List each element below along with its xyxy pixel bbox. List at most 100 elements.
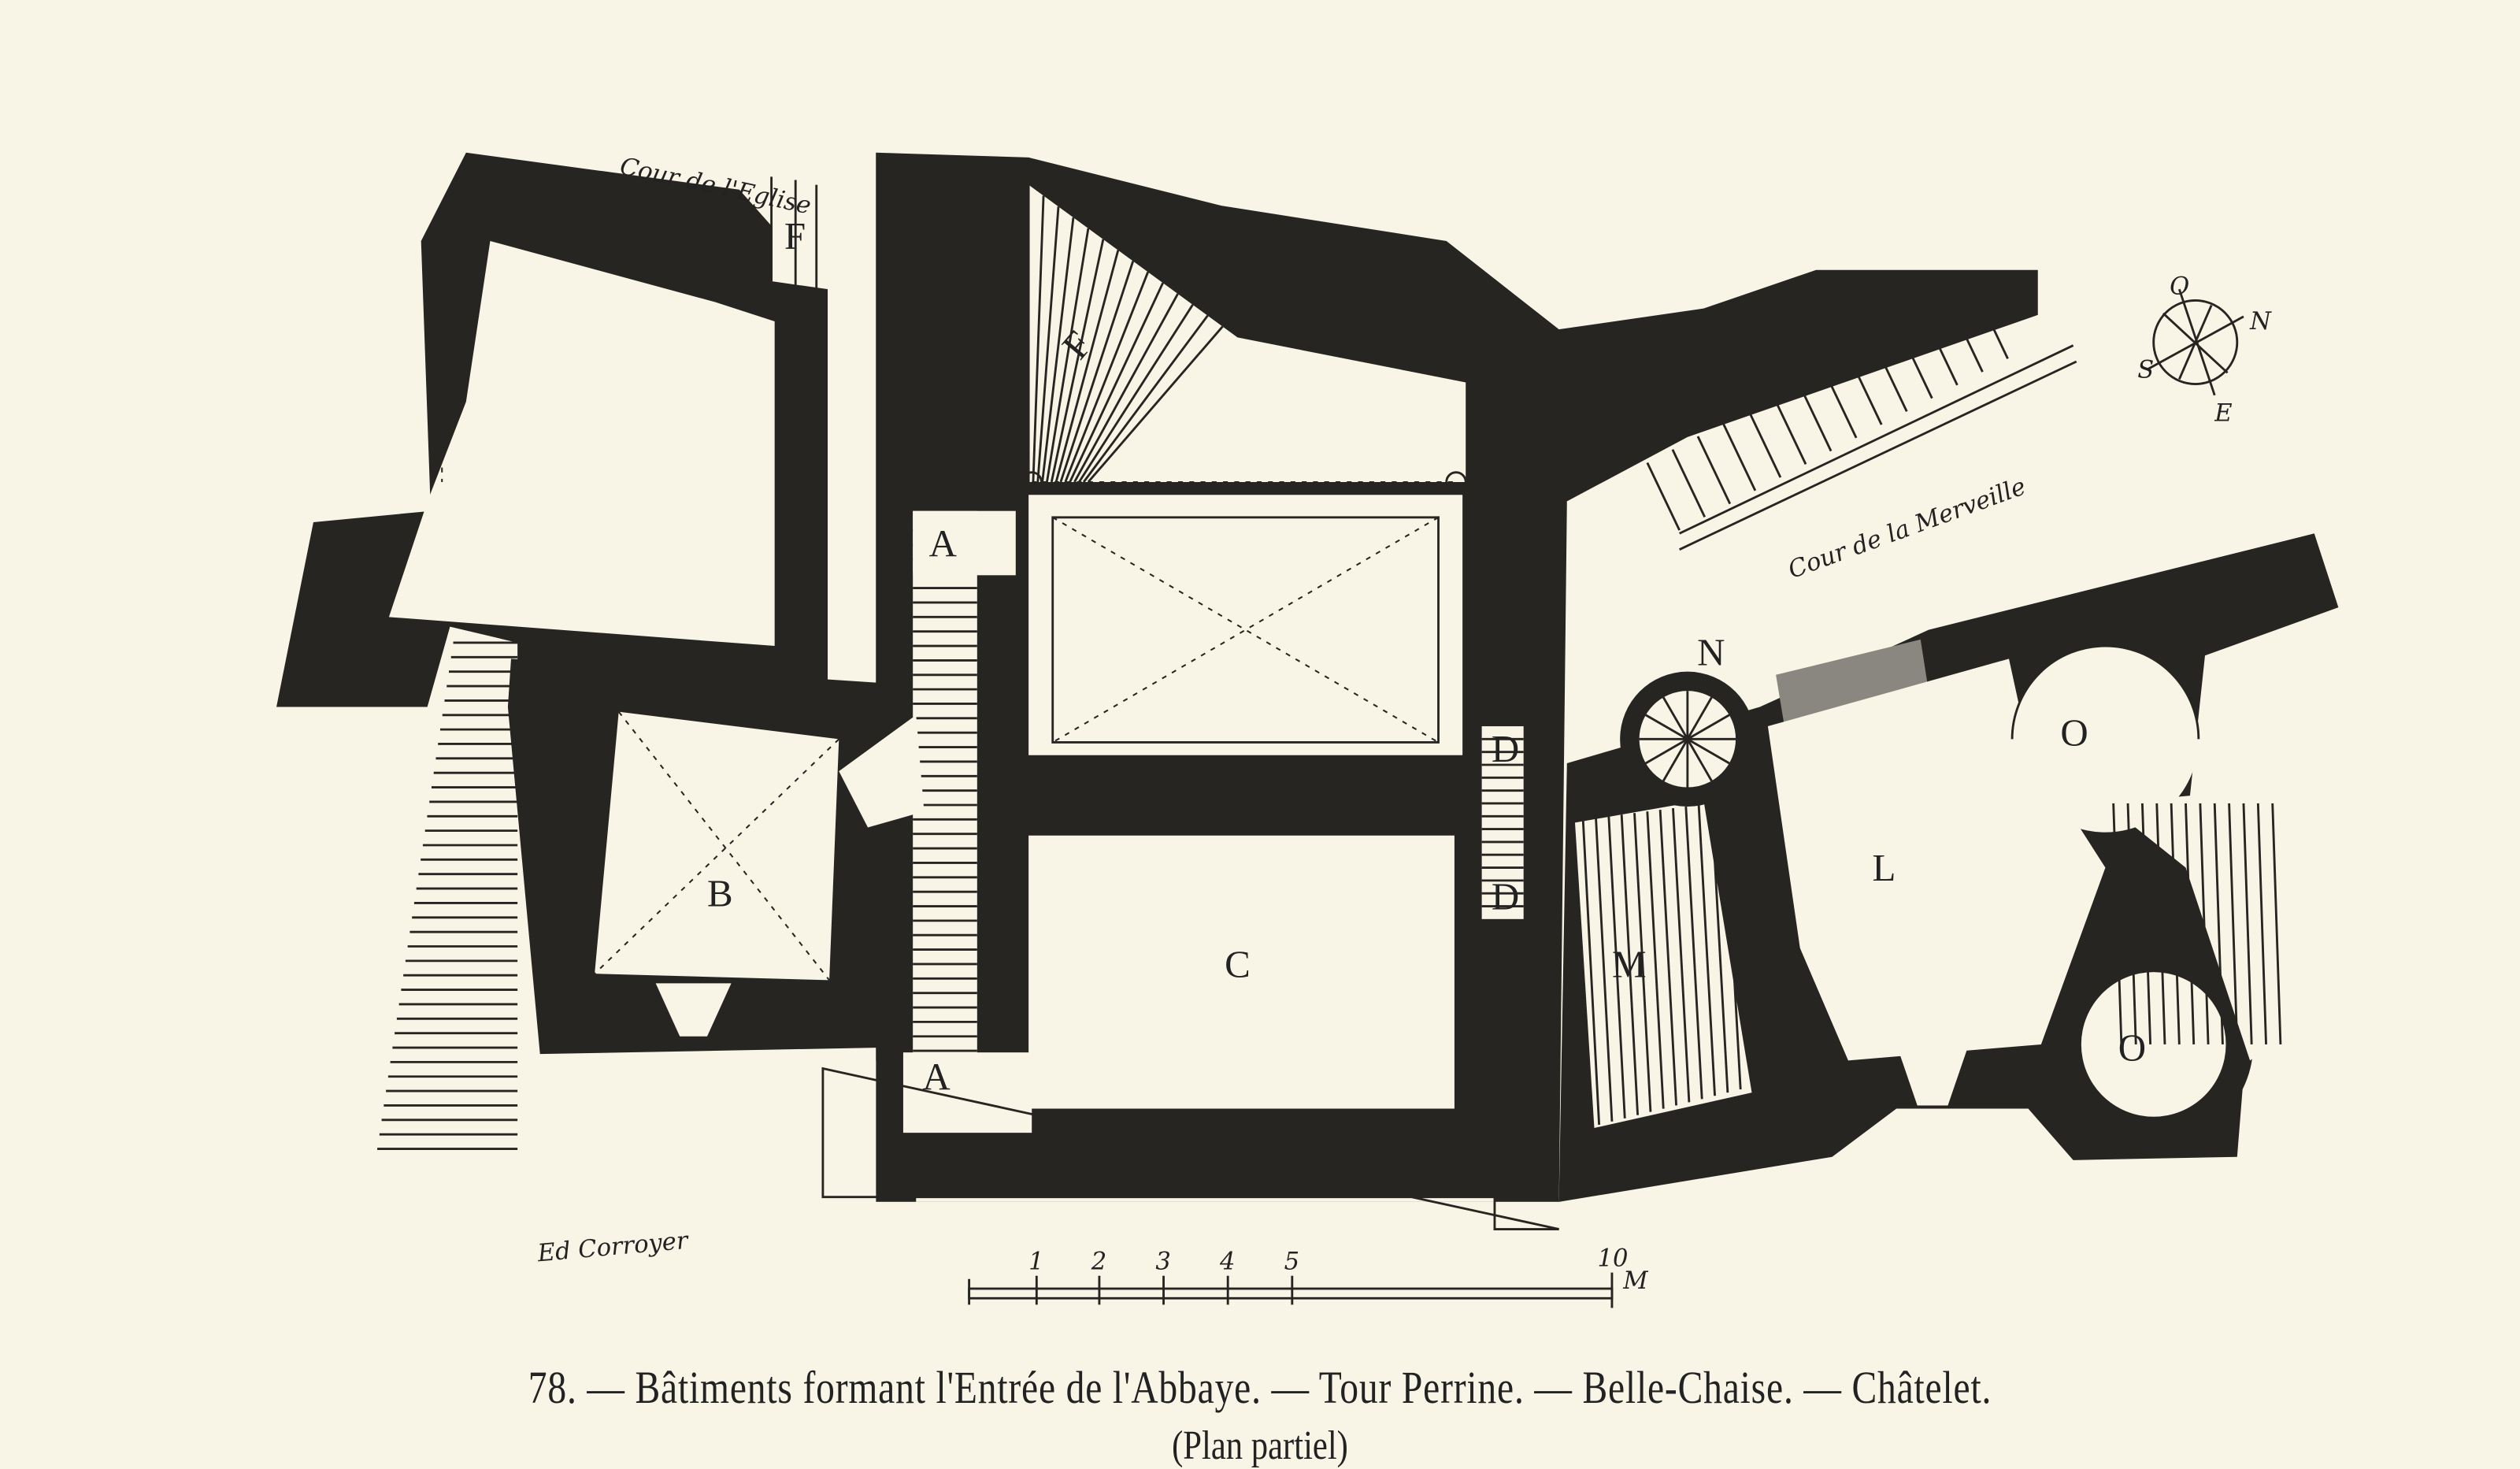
stair-tread [1620,814,1640,1115]
room-label-a-upper: A [929,521,957,565]
stair-tread [1073,293,1179,483]
scale-tick-label: 2 [1091,1248,1106,1276]
scale-tick-label: 3 [1155,1248,1170,1276]
stair-tread [1797,383,1833,452]
stair-tread [1687,714,1730,740]
stair-tread [2155,803,2166,1044]
stair-tread [2112,803,2123,1044]
stair-tread [1723,801,1742,1090]
compass-west-label: O [2170,273,2189,300]
buttress-niche [1339,1124,1377,1170]
compass-south-label: S [2137,356,2154,384]
stair-tread [1064,271,1150,483]
stair-tread [2242,803,2253,1044]
stair-tread [1645,738,1688,765]
stair-tread [1032,195,1045,483]
stair-tread [1671,449,1707,518]
stair-tread [1686,696,1713,740]
buttress-niche [1398,1124,1437,1170]
stair-tread [1581,819,1601,1126]
stair-tread [2185,803,2196,1044]
scale-tick-label: 5 [1284,1248,1299,1276]
stair-tread [1633,813,1652,1112]
room-label-f-small: F [784,214,806,258]
stair-tread [2213,803,2224,1044]
scale-bar: 1 2 3 4 5 10 M [968,1245,1648,1308]
artist-signature: Ed Corroyer [536,1227,691,1268]
room-label-n: N [1697,631,1725,674]
compass-rose: O N S E [2137,273,2272,427]
left-stair [357,626,518,1160]
stair-tread [1672,807,1691,1103]
stair-tread [1646,811,1665,1109]
room-label-b: B [707,872,733,915]
stair-tread [1662,696,1689,740]
stair-tread [1697,804,1716,1096]
cour-merveille-label: Cour de la Merveille [1784,473,2029,584]
stair-tread [1087,325,1224,483]
stair-tread [1041,217,1075,483]
room-label-c: C [1225,942,1251,985]
stair-tread [1974,291,2009,359]
stair-tread [1595,818,1614,1122]
scale-tick-label: 10 [1598,1245,1629,1272]
room-label-a-lower: A [922,1055,950,1098]
scale-tick-label: 4 [1219,1248,1235,1276]
stair-tread [1054,250,1120,483]
figure-caption: 78. — Bâtiments formant l'Entrée de l'Ab… [528,1362,1992,1413]
room-c [1028,835,1455,1109]
room-label-l: L [1873,846,1896,889]
stair-tread [1082,314,1209,483]
stair-tread [1710,803,1729,1093]
stair-tread [1721,422,1757,492]
room-label-d-lower: D [1492,875,1519,918]
stair-tread [1823,369,1858,439]
stair-tread [1949,303,1984,373]
compass-east-label: E [2214,399,2232,427]
stair-tread [2228,803,2239,1044]
stair-tread [1646,462,1681,531]
stair-tread [1772,396,1807,466]
buttress-niche [1041,1124,1080,1170]
right-building [1558,533,2339,1202]
room-b-block [507,658,881,1055]
buttress-niche [1160,1124,1199,1170]
stair-tread [1607,816,1626,1118]
scale-unit-label: M [1622,1267,1648,1295]
merveille-stair [1566,291,2077,627]
stair-tread [1662,738,1689,782]
stair-tread [1645,714,1688,740]
stair-tread [1078,304,1194,483]
buttress-niche [1279,1124,1318,1170]
room-label-o-upper: O [2060,711,2088,755]
stair-tread [1036,206,1060,483]
stair-tread [2199,803,2210,1044]
stair-tread [2126,803,2137,1044]
room-label-d-upper: D [1492,727,1519,770]
stair-tread [2170,803,2181,1044]
stair-tread [1848,356,1883,425]
stair-tread [2271,803,2282,1044]
stair-tread [2140,803,2152,1044]
central-building [819,152,2038,1230]
stair-tread [1686,738,1713,782]
stair-tread [1069,282,1164,483]
scale-tick-label: 1 [1028,1248,1043,1276]
stair-tread [1050,239,1105,483]
buttress-niche [1219,1124,1258,1170]
room-label-m: M [1612,942,1647,985]
stair-tread [1687,738,1730,765]
compass-north-label: N [2249,308,2272,336]
stair-tread [1899,330,1933,399]
buttress-niche [1100,1124,1140,1170]
left-building [276,152,836,707]
stair-tread [1696,436,1732,505]
stair-tread [1924,317,1959,386]
stair-tread [1059,261,1135,483]
room-label-o-lower: O [2118,1026,2146,1069]
stair-tread [1684,806,1703,1100]
stair-tread [1873,343,1908,412]
stair-tread [2256,803,2267,1044]
stair-tread [1046,228,1090,483]
